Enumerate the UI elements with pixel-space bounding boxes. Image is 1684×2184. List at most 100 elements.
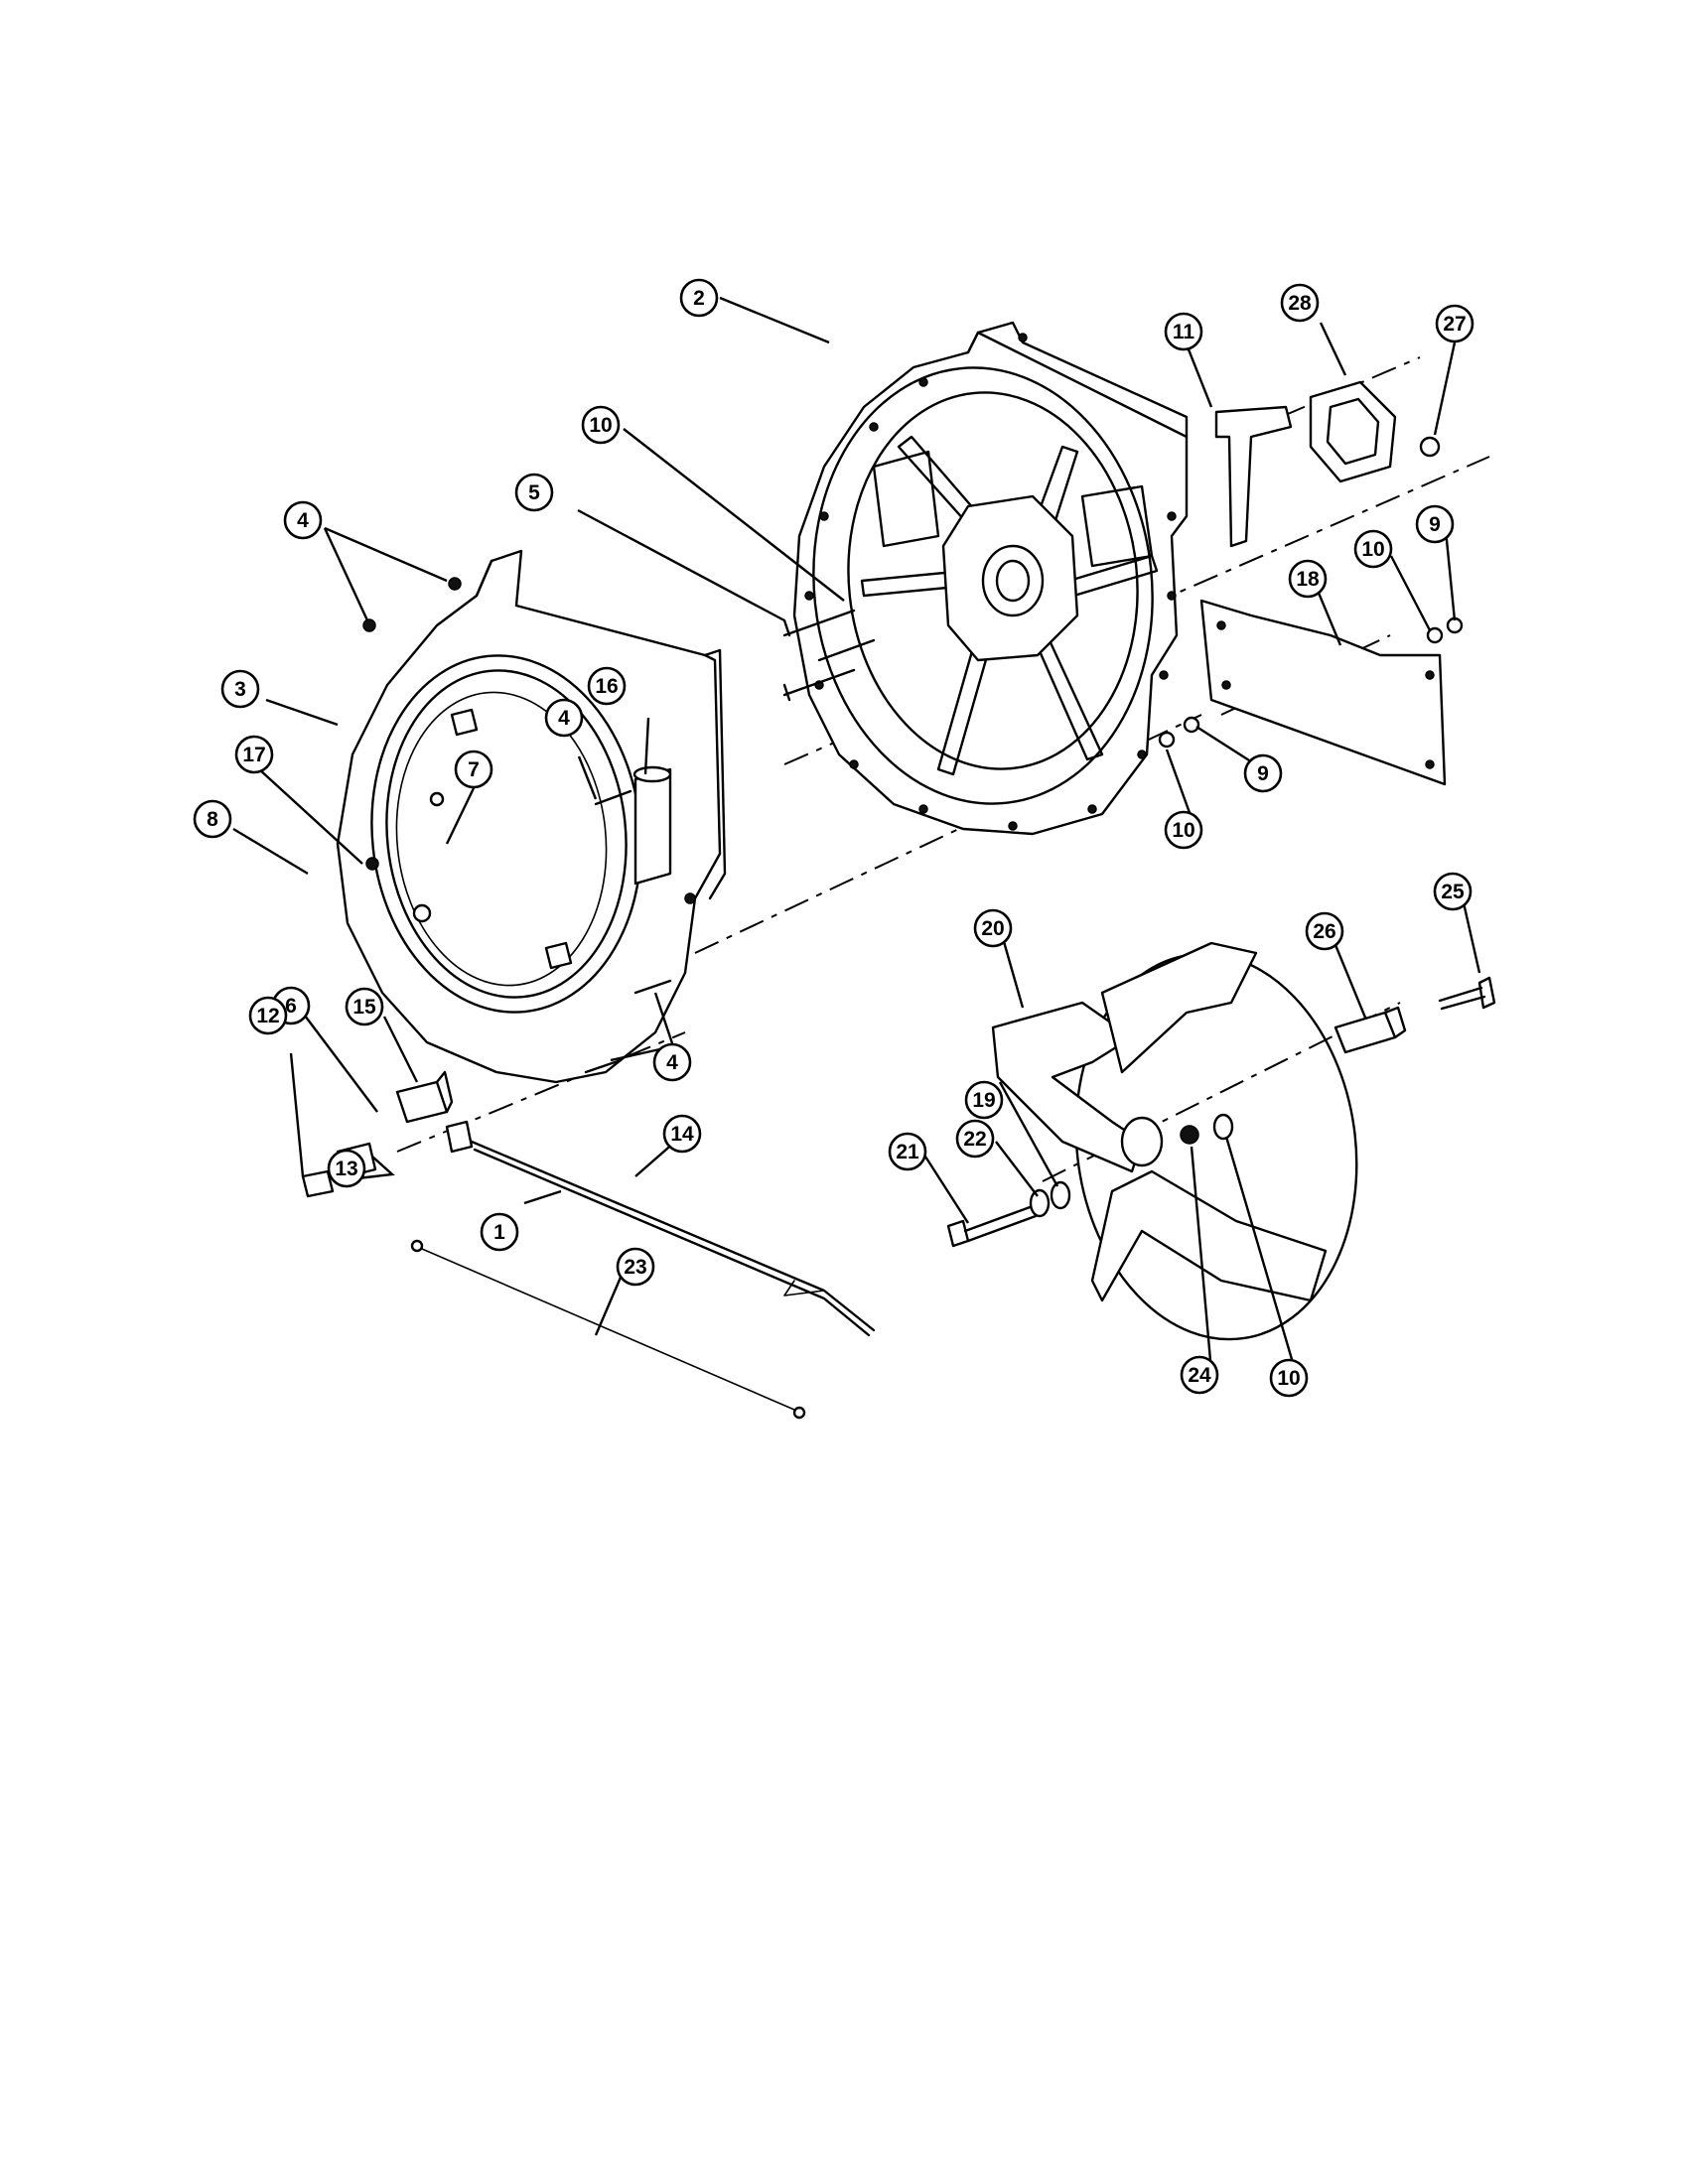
callout-circle bbox=[345, 987, 384, 1026]
blower-housing-rear bbox=[792, 321, 1189, 836]
callout-c21: 21 bbox=[888, 1132, 927, 1171]
callout-circle bbox=[480, 1212, 519, 1252]
callout-c10b: 10 bbox=[1353, 529, 1393, 569]
callout-label: 23 bbox=[624, 1256, 646, 1279]
callout-label: 19 bbox=[972, 1089, 995, 1112]
callout-c23: 23 bbox=[616, 1247, 655, 1287]
blower-housing-front bbox=[336, 549, 727, 1084]
callout-circle bbox=[1433, 872, 1473, 911]
hardware-24-10 bbox=[1180, 1113, 1234, 1145]
callout-c14: 14 bbox=[662, 1114, 702, 1154]
callout-label: 6 bbox=[285, 995, 297, 1018]
wire-harness-1 bbox=[445, 1120, 876, 1337]
screw-25 bbox=[1438, 976, 1496, 1011]
housing-bolts bbox=[362, 577, 696, 904]
bracket-26 bbox=[1333, 1006, 1407, 1054]
callout-circle bbox=[1180, 1355, 1219, 1395]
bolts-5-4 bbox=[412, 609, 876, 1074]
callout-label: 8 bbox=[207, 808, 218, 831]
plate-18 bbox=[1199, 599, 1447, 786]
bracket-11 bbox=[1214, 405, 1293, 548]
callout-label: 10 bbox=[589, 414, 612, 437]
callout-label: 11 bbox=[1173, 321, 1195, 343]
callout-label: 15 bbox=[352, 996, 376, 1019]
callout-c4a: 4 bbox=[283, 500, 323, 540]
callout-label: 26 bbox=[1313, 920, 1335, 943]
gasket-28 bbox=[1309, 380, 1397, 483]
callout-circle bbox=[454, 750, 493, 789]
callout-c19: 19 bbox=[964, 1080, 1004, 1120]
callout-circle bbox=[888, 1132, 927, 1171]
nut-27 bbox=[1419, 436, 1441, 458]
callout-circle bbox=[544, 698, 584, 738]
callout-label: 10 bbox=[1172, 819, 1194, 842]
callout-label: 2 bbox=[693, 287, 705, 310]
callout-label: 7 bbox=[468, 758, 480, 781]
callout-circle bbox=[652, 1042, 692, 1082]
callout-c7: 7 bbox=[454, 750, 493, 789]
callout-c22: 22 bbox=[955, 1119, 995, 1159]
switch-15 bbox=[395, 1070, 454, 1124]
callout-circle bbox=[581, 405, 621, 445]
callout-c24: 24 bbox=[1180, 1355, 1219, 1395]
callout-circle bbox=[514, 473, 554, 512]
callout-label: 28 bbox=[1288, 292, 1312, 315]
callout-circle bbox=[1353, 529, 1393, 569]
callout-c3: 3 bbox=[220, 669, 260, 709]
callout-circle bbox=[1305, 911, 1344, 951]
callout-label: 5 bbox=[528, 481, 540, 504]
callout-label: 3 bbox=[234, 678, 246, 701]
callout-label: 17 bbox=[242, 744, 265, 766]
callout-circle bbox=[1415, 504, 1455, 544]
callout-circle bbox=[1288, 559, 1328, 599]
callout-circle bbox=[234, 735, 274, 774]
callout-label: 27 bbox=[1443, 313, 1466, 336]
callout-c10d: 10 bbox=[1269, 1358, 1309, 1398]
callout-label: 24 bbox=[1188, 1364, 1211, 1387]
flange-holes bbox=[804, 333, 1177, 831]
callout-circle bbox=[1269, 1358, 1309, 1398]
callout-c27: 27 bbox=[1435, 304, 1474, 343]
callout-circle bbox=[616, 1247, 655, 1287]
callout-c28: 28 bbox=[1280, 283, 1320, 323]
callout-label: 9 bbox=[1429, 513, 1441, 536]
callout-label: 21 bbox=[896, 1141, 919, 1163]
callout-c16: 16 bbox=[587, 666, 627, 706]
callout-c26: 26 bbox=[1305, 911, 1344, 951]
callout-label: 9 bbox=[1257, 762, 1269, 785]
callout-c12: 12 bbox=[248, 996, 288, 1035]
callout-circle bbox=[220, 669, 260, 709]
callout-c10c: 10 bbox=[1164, 810, 1203, 850]
callout-circle bbox=[327, 1149, 366, 1188]
callout-c20: 20 bbox=[973, 908, 1013, 948]
callout-c17: 17 bbox=[234, 735, 274, 774]
callout-label: 12 bbox=[256, 1005, 279, 1027]
callout-c9b: 9 bbox=[1243, 753, 1283, 793]
callout-circle bbox=[1164, 810, 1203, 850]
callout-c4c: 4 bbox=[652, 1042, 692, 1082]
callout-c2: 2 bbox=[679, 278, 719, 318]
callout-c1: 1 bbox=[480, 1212, 519, 1252]
callout-label: 25 bbox=[1441, 881, 1465, 903]
callout-c5: 5 bbox=[514, 473, 554, 512]
callout-label: 20 bbox=[981, 917, 1004, 940]
callout-circle bbox=[1435, 304, 1474, 343]
callout-circle bbox=[973, 908, 1013, 948]
callout-circle bbox=[955, 1119, 995, 1159]
callout-circle bbox=[587, 666, 627, 706]
callout-circle bbox=[1164, 312, 1203, 351]
bolt-21 bbox=[946, 1204, 1038, 1248]
callout-circle bbox=[1243, 753, 1283, 793]
callout-label: 18 bbox=[1296, 568, 1320, 591]
callout-circle bbox=[193, 799, 232, 839]
callout-c8: 8 bbox=[193, 799, 232, 839]
callout-c10a: 10 bbox=[581, 405, 621, 445]
nut-12 bbox=[301, 1169, 335, 1198]
callout-c4b: 4 bbox=[544, 698, 584, 738]
callout-label: 1 bbox=[493, 1221, 505, 1244]
impeller-20 bbox=[991, 941, 1358, 1341]
callout-label: 13 bbox=[335, 1158, 357, 1180]
callout-label: 10 bbox=[1277, 1367, 1300, 1390]
callout-layer: 1234445678991010101011121314151617181920… bbox=[193, 278, 1474, 1398]
